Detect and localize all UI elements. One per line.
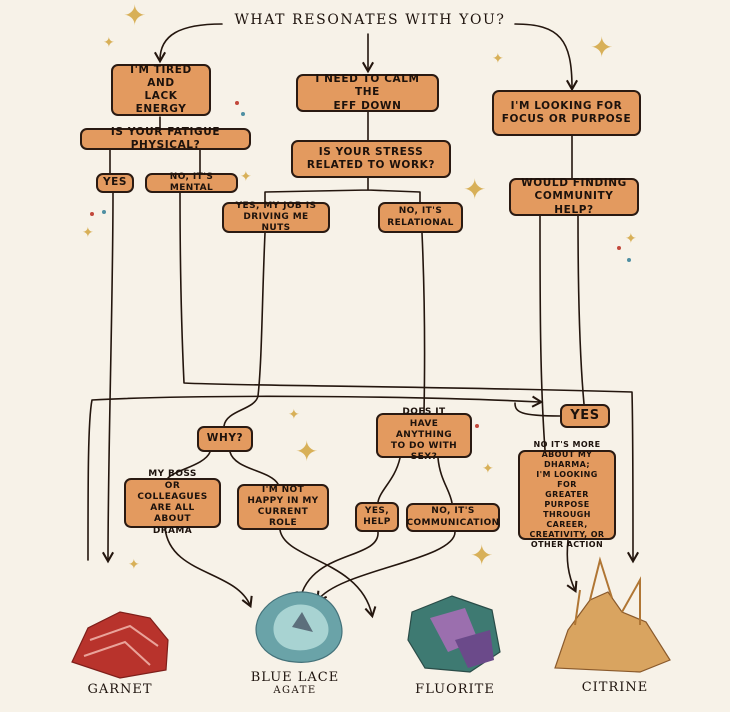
line-community-yes: [577, 215, 585, 405]
node-drama: MY BOSS OR COLLEAGUES ARE ALL ABOUT DRAM…: [124, 469, 221, 536]
result-garnet: GARNET: [87, 682, 153, 697]
star-icon: ✦: [240, 169, 252, 185]
node-not-happy: I'M NOT HAPPY IN MY CURRENT ROLE: [237, 484, 329, 530]
flowchart-title: WHAT RESONATES WITH YOU?: [234, 12, 506, 28]
node-focus: I'M LOOKING FOR FOCUS OR PURPOSE: [492, 90, 641, 136]
star-icon: ✦: [625, 231, 637, 247]
line-fatigue-split: [109, 149, 201, 174]
line-happy-fluorite: [279, 529, 377, 619]
star-icon: ✦: [123, 0, 147, 32]
node-calm: I NEED TO CALM THE EFF DOWN: [296, 73, 439, 112]
line-why-happy: [229, 451, 279, 485]
arrow-title-tired: [153, 23, 223, 64]
star-icon: ✦: [128, 557, 140, 573]
citrine-crystal: [554, 556, 671, 673]
line-relational-sex: [421, 232, 426, 414]
star-icon: ✦: [482, 461, 494, 477]
node-relational: NO, IT'S RELATIONAL: [378, 202, 463, 233]
decor-dot: [617, 246, 621, 250]
node-tired: I'M TIRED AND LACK ENERGY: [111, 64, 211, 116]
node-job-nuts: YES, MY JOB IS DRIVING ME NUTS: [222, 201, 330, 233]
line-dharma-citrine: [566, 539, 578, 594]
node-fatigue-question: IS YOUR fatigue PHYSICAL?: [80, 126, 251, 151]
result-fluorite: FLUORITE: [415, 682, 495, 697]
star-icon: ✦: [103, 35, 115, 51]
line-yes-loop: [514, 402, 561, 417]
line-sex-help: [377, 457, 401, 503]
decor-dot: [241, 112, 245, 116]
arrow-title-focus: [514, 23, 579, 92]
node-dharma: NO IT'S MORE ABOUT MY DHARMA; I'M LOOKIN…: [518, 440, 616, 549]
line-drama-fluorite: [164, 527, 253, 609]
decor-dot: [627, 258, 631, 262]
line-comm-bluelace: [316, 531, 456, 603]
fluorite-crystal: [407, 595, 501, 673]
result-citrine: CITRINE: [581, 680, 649, 695]
result-blue-lace-subtitle: AGATE: [273, 685, 317, 696]
decor-dot: [235, 101, 239, 105]
star-icon: ✦: [82, 225, 94, 241]
garnet-crystal: [71, 611, 169, 679]
star-icon: ✦: [295, 435, 319, 468]
node-stress-question: IS YOUR STRESS RELATED TO WORK?: [291, 140, 451, 178]
star-icon: ✦: [463, 173, 487, 206]
line-sex-comm: [437, 457, 453, 504]
node-yes-community: YES: [560, 404, 610, 428]
decor-dot: [90, 212, 94, 216]
connectors: [87, 23, 640, 619]
star-icon: ✦: [492, 51, 504, 67]
line-job-why: [223, 232, 266, 427]
line-mental-citrine: [179, 192, 640, 564]
result-blue-lace: BLUE LACE AGATE: [240, 670, 350, 696]
node-yes-physical: YES: [96, 173, 134, 193]
line-why-drama: [167, 451, 211, 479]
line-stress-split: [264, 177, 421, 203]
line-yes-garnet: [101, 192, 115, 564]
line-help-bluelace: [295, 531, 379, 604]
star-icon: ✦: [288, 407, 300, 423]
line-garnet-loop: [87, 395, 544, 561]
node-why: WHY?: [197, 426, 253, 452]
star-icon: ✦: [470, 539, 494, 572]
result-blue-lace-title: BLUE LACE: [250, 670, 340, 685]
line-community-dharma: [539, 215, 546, 451]
node-sex-question: DOES IT HAVE ANYTHING TO DO WITH sex?: [376, 407, 472, 462]
node-community-question: WOULD FINDING community HELP?: [509, 177, 639, 216]
node-no-mental: NO, IT'S MENTAL: [145, 172, 238, 193]
star-icon: ✦: [590, 31, 614, 64]
node-communication: NO, IT'S communication: [406, 503, 500, 532]
node-yes-help: YES, HELP: [355, 502, 399, 532]
decor-dot: [102, 210, 106, 214]
blue-lace-agate-crystal: [255, 591, 343, 663]
decor-dot: [475, 424, 479, 428]
